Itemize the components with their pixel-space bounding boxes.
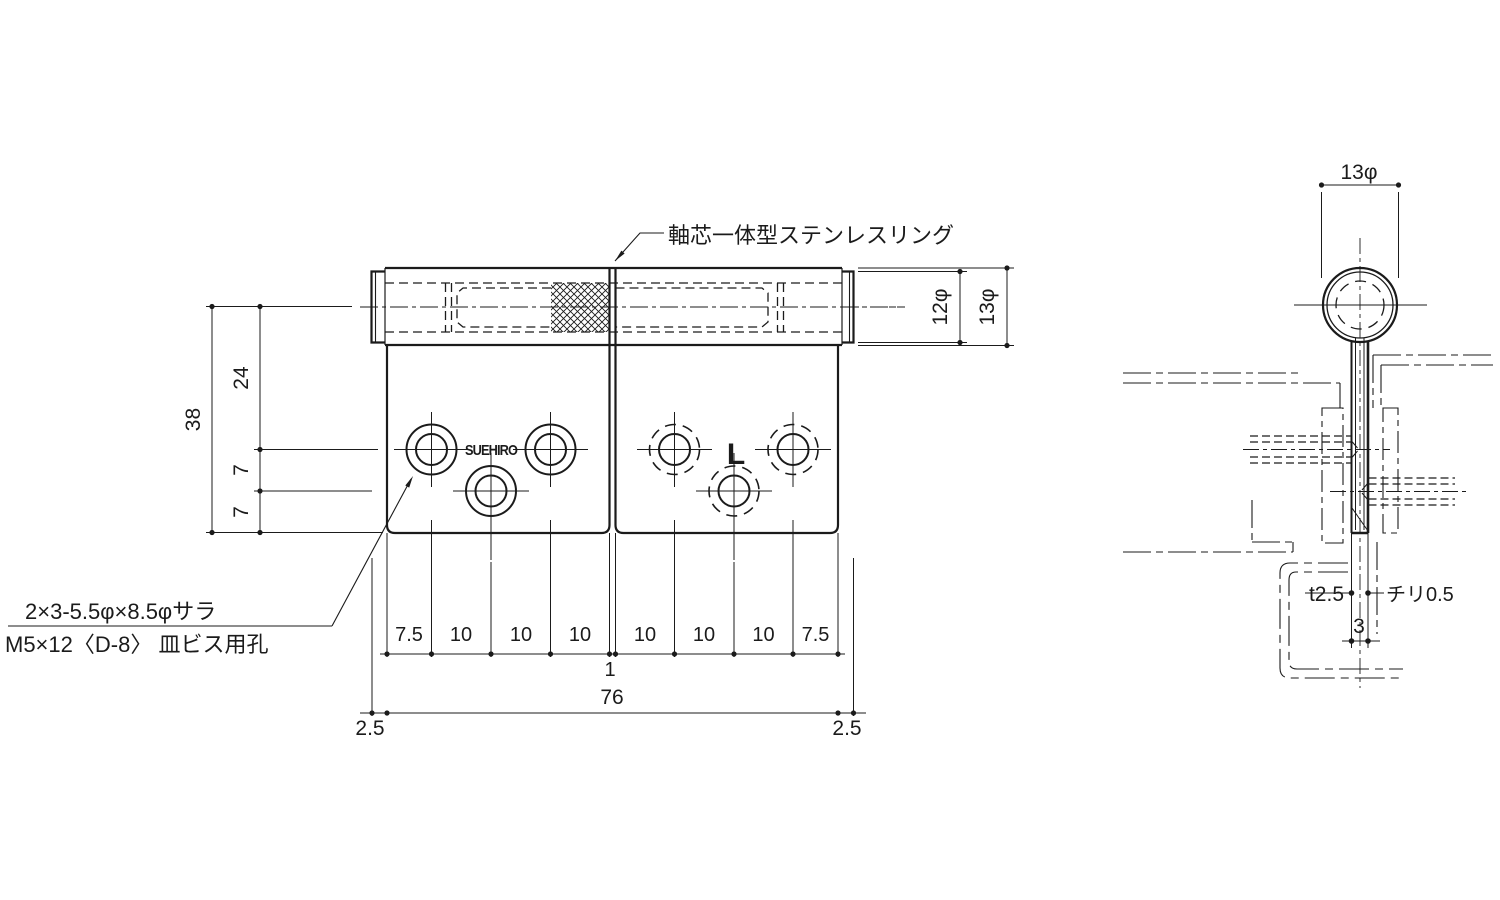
screw-centerlines [1243,449,1470,492]
left-leaf-holes [394,412,588,560]
dim-height-upper: 24 [230,366,253,390]
leader-arrowhead [405,476,413,488]
dim-pitch-7: 10 [752,624,774,646]
dim-side-knuckle-dia: 13φ [1341,161,1378,184]
front-view: SUEHIRO L 軸芯一体型ステンレスリング 2×3-5.5φ×8.5φサラ … [5,223,1014,740]
leaf-section [1350,338,1370,535]
front-bottom-dimensions: 7.5 10 10 10 10 10 10 7.5 1 76 2.5 2.5 [355,520,866,740]
screw-hole [755,412,831,487]
screw-hole [394,412,469,487]
maker-logo: SUEHIRO [465,441,518,458]
ring-annotation: 軸芯一体型ステンレスリング [614,223,954,262]
dim-knuckle-dia: 13φ [976,289,999,326]
dim-end-right: 2.5 [832,717,861,740]
dim-height-lower: 7 [230,506,253,518]
dim-pitch-8: 7.5 [802,624,830,646]
door-phantom-profile [1372,354,1493,634]
screw-hole [453,453,529,560]
dim-leaf-thickness: t2.5 [1309,583,1344,606]
dim-pitch-1: 7.5 [395,624,423,646]
side-view: 13φ t2.5 チリ0.5 3 [1123,161,1493,688]
dim-pitch-5: 10 [634,624,656,646]
side-dia-dimension: 13φ [1318,161,1402,278]
knuckle-section [1294,238,1427,688]
dim-height-total: 38 [182,408,205,431]
dim-pin-dia: 12φ [929,289,952,326]
frame-phantom-profile [1123,372,1344,553]
hinge-barrel [360,266,905,347]
front-right-dimensions: 12φ 13φ [845,265,1014,349]
hand-mark-label: L [727,438,745,471]
leader-arrowhead [615,250,625,261]
screw-hole [513,412,588,487]
hole-spec-line1: 2×3-5.5φ×8.5φサラ [25,599,216,624]
dim-pitch-4: 10 [569,624,591,646]
dim-pitch-3: 10 [510,624,532,646]
front-left-dimensions: 38 24 7 7 [182,303,383,536]
hole-spec-line2: M5×12〈D-8〉 皿ビス用孔 [5,632,268,657]
thickness-dimension: t2.5 チリ0.5 3 [1305,533,1454,648]
ring-annotation-label: 軸芯一体型ステンレスリング [668,223,954,248]
dim-clearance: チリ0.5 [1386,584,1454,606]
dim-closed-thickness: 3 [1353,615,1365,638]
screw-hole [637,412,712,487]
hole-spec-annotation: 2×3-5.5φ×8.5φサラ M5×12〈D-8〉 皿ビス用孔 [5,476,413,657]
hinge-leaf-right [614,345,840,535]
screw-hole [696,453,772,560]
hinge-leaf-left [385,345,611,535]
dim-end-left: 2.5 [355,717,384,740]
dim-height-mid: 7 [230,464,253,476]
right-leaf-holes [637,412,831,560]
dim-pitch-6: 10 [693,624,715,646]
dim-width-total: 76 [600,686,623,709]
sill-phantom-profile [1279,562,1403,679]
dim-leaf-gap: 1 [604,659,615,681]
dim-pitch-2: 10 [450,624,472,646]
